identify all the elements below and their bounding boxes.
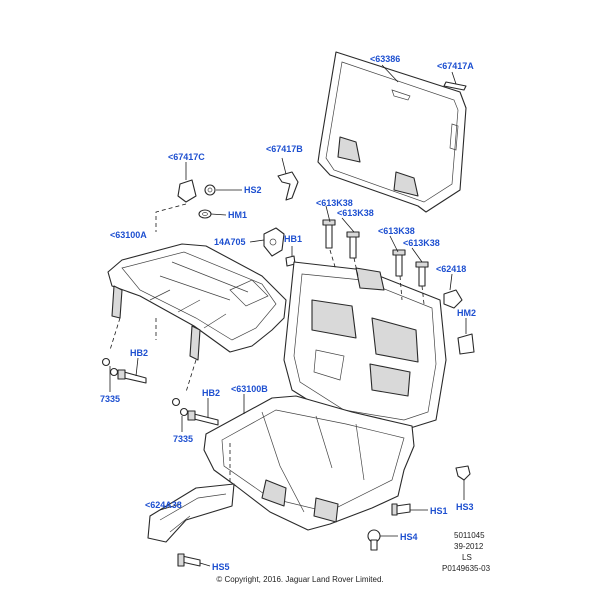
callout-624a38: <624A38 xyxy=(145,500,182,510)
strap-67417b xyxy=(277,171,299,201)
callout-7335-mid: 7335 xyxy=(173,434,193,444)
clip-67417a xyxy=(443,81,467,91)
seat-back-frame xyxy=(283,261,447,431)
copyright-notice: © Copyright, 2016. Jaguar Land Rover Lim… xyxy=(216,575,383,584)
callout-labels: <63386 <67417A <67417B <67417C HS2 HM1 <… xyxy=(100,54,476,572)
callout-67417a: <67417A xyxy=(437,61,474,71)
callout-hm1: HM1 xyxy=(228,210,247,220)
mid-hardware xyxy=(171,397,219,426)
screw-hs5 xyxy=(177,553,201,567)
callout-hb2-left: HB2 xyxy=(130,348,148,358)
seat-cushion-pan xyxy=(107,243,287,361)
callout-613k38-4: <613K38 xyxy=(403,238,440,248)
hinge-cover-62418 xyxy=(443,289,463,309)
callout-hb1: HB1 xyxy=(284,234,302,244)
callout-hs5: HS5 xyxy=(212,562,230,572)
left-hardware xyxy=(101,357,147,384)
clip-hm2 xyxy=(457,333,475,355)
cushion-frame xyxy=(203,395,415,531)
callout-hs2: HS2 xyxy=(244,185,262,195)
callout-hm2: HM2 xyxy=(457,308,476,318)
reference-block: 5011045 39-2012 LS P0149635-03 xyxy=(442,531,491,573)
callout-62418: <62418 xyxy=(436,264,466,274)
callout-67417b: <67417B xyxy=(266,144,303,154)
seat-back-panel xyxy=(317,51,467,213)
callout-67417c: <67417C xyxy=(168,152,205,162)
ref-number: 5011045 xyxy=(454,531,485,540)
washer-hm1 xyxy=(198,209,212,219)
callout-613k38-2: <613K38 xyxy=(337,208,374,218)
callout-63100a: <63100A xyxy=(110,230,147,240)
callout-hs3: HS3 xyxy=(456,502,474,512)
clip-hs2 xyxy=(204,184,216,196)
screw-hs1 xyxy=(391,503,411,516)
callout-63100b: <63100B xyxy=(231,384,268,394)
callout-hs1: HS1 xyxy=(430,506,448,516)
callout-hb2-mid: HB2 xyxy=(202,388,220,398)
ref-date: 39-2012 xyxy=(454,542,484,551)
clip-hs3 xyxy=(455,465,471,481)
callout-14a705: 14A705 xyxy=(214,237,246,247)
callout-7335-left: 7335 xyxy=(100,394,120,404)
latch-14a705 xyxy=(263,227,285,257)
screw-hs4 xyxy=(367,529,381,551)
callout-613k38-1: <613K38 xyxy=(316,198,353,208)
bracket-67417c xyxy=(177,179,197,203)
bolts-613k38 xyxy=(322,219,429,287)
illustration-id: P0149635-03 xyxy=(442,564,491,573)
ref-code: LS xyxy=(462,553,472,562)
callout-613k38-3: <613K38 xyxy=(378,226,415,236)
bracket-624a38 xyxy=(147,483,235,543)
callout-63386: <63386 xyxy=(370,54,400,64)
leader-lines xyxy=(109,64,467,567)
callout-hs4: HS4 xyxy=(400,532,418,542)
